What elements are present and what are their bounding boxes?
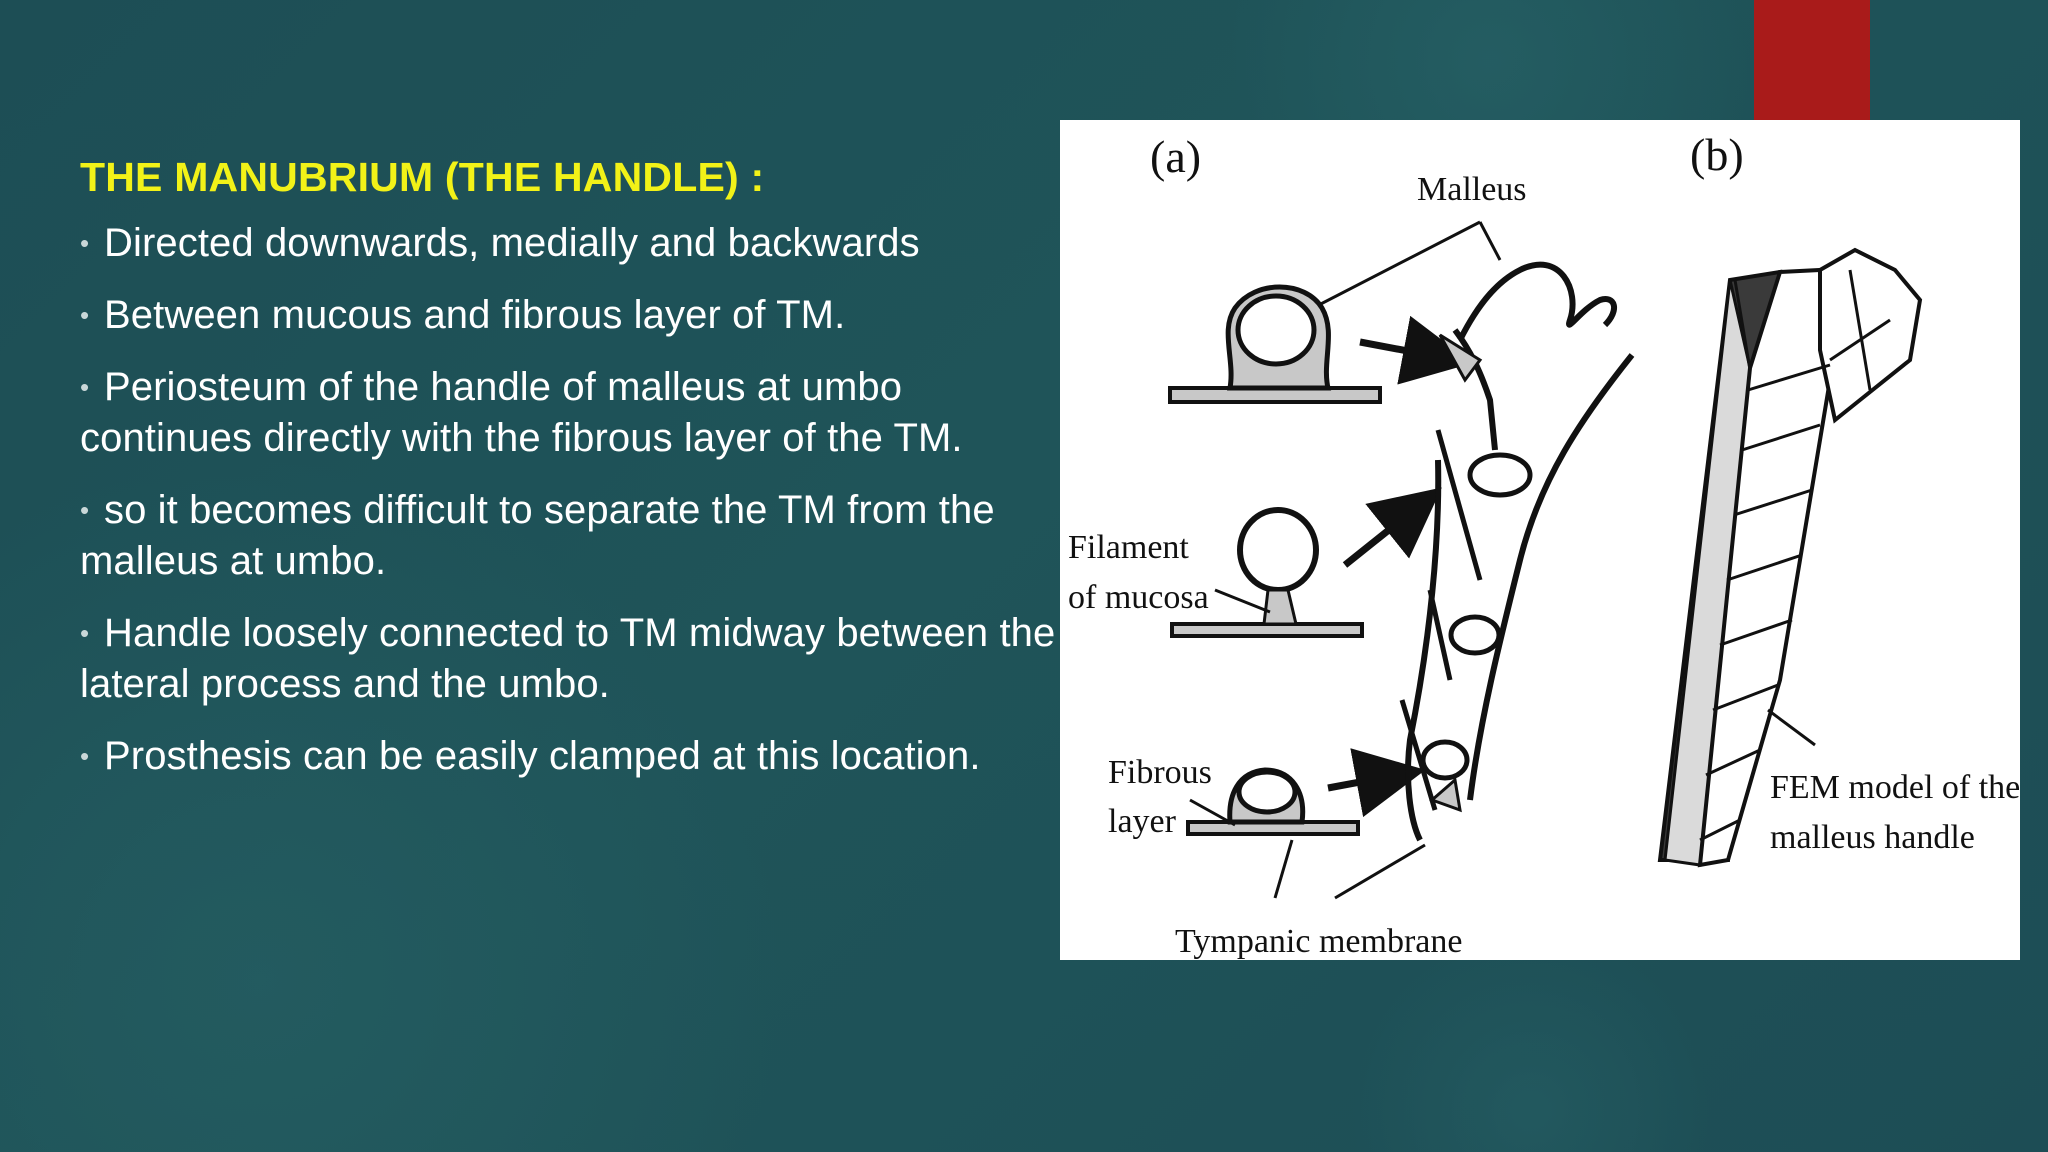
malleus-label: Malleus xyxy=(1417,171,1527,208)
malleus-diagram: (a) (b) Malleus Filament of mucosa Fibro… xyxy=(1068,129,2020,960)
membrane-attachment xyxy=(1429,777,1462,813)
membrane-line xyxy=(1399,699,1438,811)
arrow xyxy=(1327,748,1426,818)
membrane-attachment xyxy=(1438,333,1483,383)
fibrous-pointer xyxy=(1189,798,1236,827)
bullet-dot: • xyxy=(80,228,90,258)
fem-edge xyxy=(1733,279,1752,371)
fem-grid-line xyxy=(1705,748,1761,777)
fem-grid-line xyxy=(1719,618,1793,647)
fem-label-1: FEM model of the xyxy=(1770,769,2020,806)
fem-grid-line xyxy=(1712,683,1779,712)
filament-label-1: Filament xyxy=(1068,529,1189,566)
fem-grid-line xyxy=(1726,553,1803,582)
handle-section xyxy=(1448,614,1502,656)
bullet-item: • Prosthesis can be easily clamped at thi… xyxy=(80,731,1060,782)
filament-stalk xyxy=(1262,588,1298,626)
fibrous-label-2: layer xyxy=(1108,803,1177,840)
handle-edge-left xyxy=(1405,459,1442,842)
malleus-figure: (a) (b) Malleus Filament of mucosa Fibro… xyxy=(1060,120,2020,960)
arrow xyxy=(1342,487,1442,568)
fibrous-label-1: Fibrous xyxy=(1108,754,1212,791)
bullet-item: • Between mucous and fibrous layer of TM. xyxy=(80,290,1060,341)
tympanic-pointer xyxy=(1334,843,1426,900)
bullet-text: Prosthesis can be easily clamped at this… xyxy=(104,734,981,778)
bullet-item: •so it becomes difficult to separate the… xyxy=(80,485,1060,587)
malleus-ring xyxy=(1235,293,1317,367)
malleus-ring xyxy=(1237,507,1319,593)
bullet-text: Directed downwards, medially and backwar… xyxy=(104,221,920,265)
panel-a-label: (a) xyxy=(1150,131,1201,182)
fem-grid-line xyxy=(1747,363,1831,392)
bullet-item: •Handle loosely connected to TM midway b… xyxy=(80,608,1060,710)
bullet-text: Between mucous and fibrous layer of TM. xyxy=(104,293,846,337)
bullet-dot: • xyxy=(80,741,90,771)
bullet-dot: • xyxy=(80,618,90,648)
fem-label-2: malleus handle xyxy=(1770,819,1975,856)
fem-grid-line xyxy=(1741,423,1821,452)
panel-b-label: (b) xyxy=(1690,129,1744,180)
membrane-section xyxy=(1170,622,1364,638)
malleus-pointer xyxy=(1478,221,1502,261)
membrane-line xyxy=(1435,429,1483,581)
bullet-text: Periosteum of the handle of malleus at u… xyxy=(80,365,963,460)
fem-grid-line xyxy=(1733,488,1813,517)
filament-pointer xyxy=(1214,588,1271,614)
membrane-line xyxy=(1427,589,1453,681)
fem-grid-line xyxy=(1699,818,1741,842)
slide-text: THE MANUBRIUM (THE HANDLE) : • Directed d… xyxy=(80,150,1060,803)
handle-section xyxy=(1467,452,1533,498)
bullet-dot: • xyxy=(80,372,90,402)
bullet-dot: • xyxy=(80,300,90,330)
bullet-text: Handle loosely connected to TM midway be… xyxy=(80,611,1056,706)
fem-grid-line xyxy=(1829,318,1891,362)
handle-section xyxy=(1420,739,1470,781)
fem-grid-line xyxy=(1848,269,1872,391)
bullet-item: • Directed downwards, medially and backwa… xyxy=(80,218,1060,269)
slide-heading: THE MANUBRIUM (THE HANDLE) : xyxy=(80,154,765,200)
malleus-head xyxy=(1457,261,1617,342)
bullet-dot: • xyxy=(80,495,90,525)
accent-tab xyxy=(1754,0,1870,120)
arrow xyxy=(1359,315,1473,385)
malleus-ring xyxy=(1236,769,1298,815)
filament-label-2: of mucosa xyxy=(1068,579,1209,616)
handle-edge-right xyxy=(1467,353,1635,801)
bullet-item: •Periosteum of the handle of malleus at … xyxy=(80,362,1060,464)
tympanic-label: Tympanic membrane xyxy=(1175,923,1462,960)
tympanic-pointer xyxy=(1273,839,1294,899)
bullet-text: so it becomes difficult to separate the … xyxy=(80,488,995,583)
fem-pointer xyxy=(1767,708,1816,747)
